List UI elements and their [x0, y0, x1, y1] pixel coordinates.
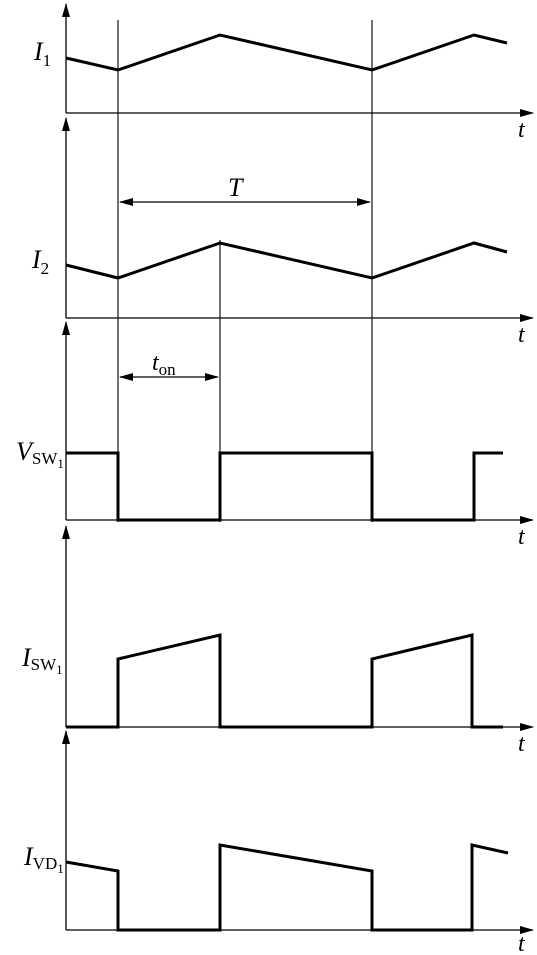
- ivd1-waveform: [65, 843, 509, 932]
- vsw1-time-label: t: [518, 524, 526, 550]
- panel-i2: I2 t T: [31, 117, 534, 348]
- i1-waveform: [65, 33, 508, 72]
- isw1-axis-label: ISW1: [21, 643, 63, 677]
- timing-reference-lines: [117, 20, 373, 522]
- isw1-time-label: t: [518, 731, 526, 757]
- panel-vsw1: VSW1 t ton: [16, 321, 534, 550]
- vsw1-waveform: [66, 451, 503, 522]
- panel-ivd1: IVD1 t: [23, 730, 534, 955]
- on-time-label: ton: [152, 350, 176, 379]
- ivd1-time-label: t: [518, 931, 526, 955]
- i2-waveform: [65, 241, 508, 280]
- panel-isw1: ISW1 t: [21, 525, 534, 757]
- vsw1-axis-label: VSW1: [16, 437, 64, 471]
- i1-axis-label: I1: [33, 37, 51, 70]
- period-label: T: [228, 173, 244, 202]
- ivd1-axis-label: IVD1: [23, 842, 64, 876]
- i2-axis-label: I2: [31, 245, 49, 278]
- i2-time-label: t: [518, 322, 526, 348]
- i1-time-label: t: [518, 117, 526, 143]
- isw1-waveform: [66, 633, 503, 729]
- panel-i1: I1 t: [33, 3, 534, 143]
